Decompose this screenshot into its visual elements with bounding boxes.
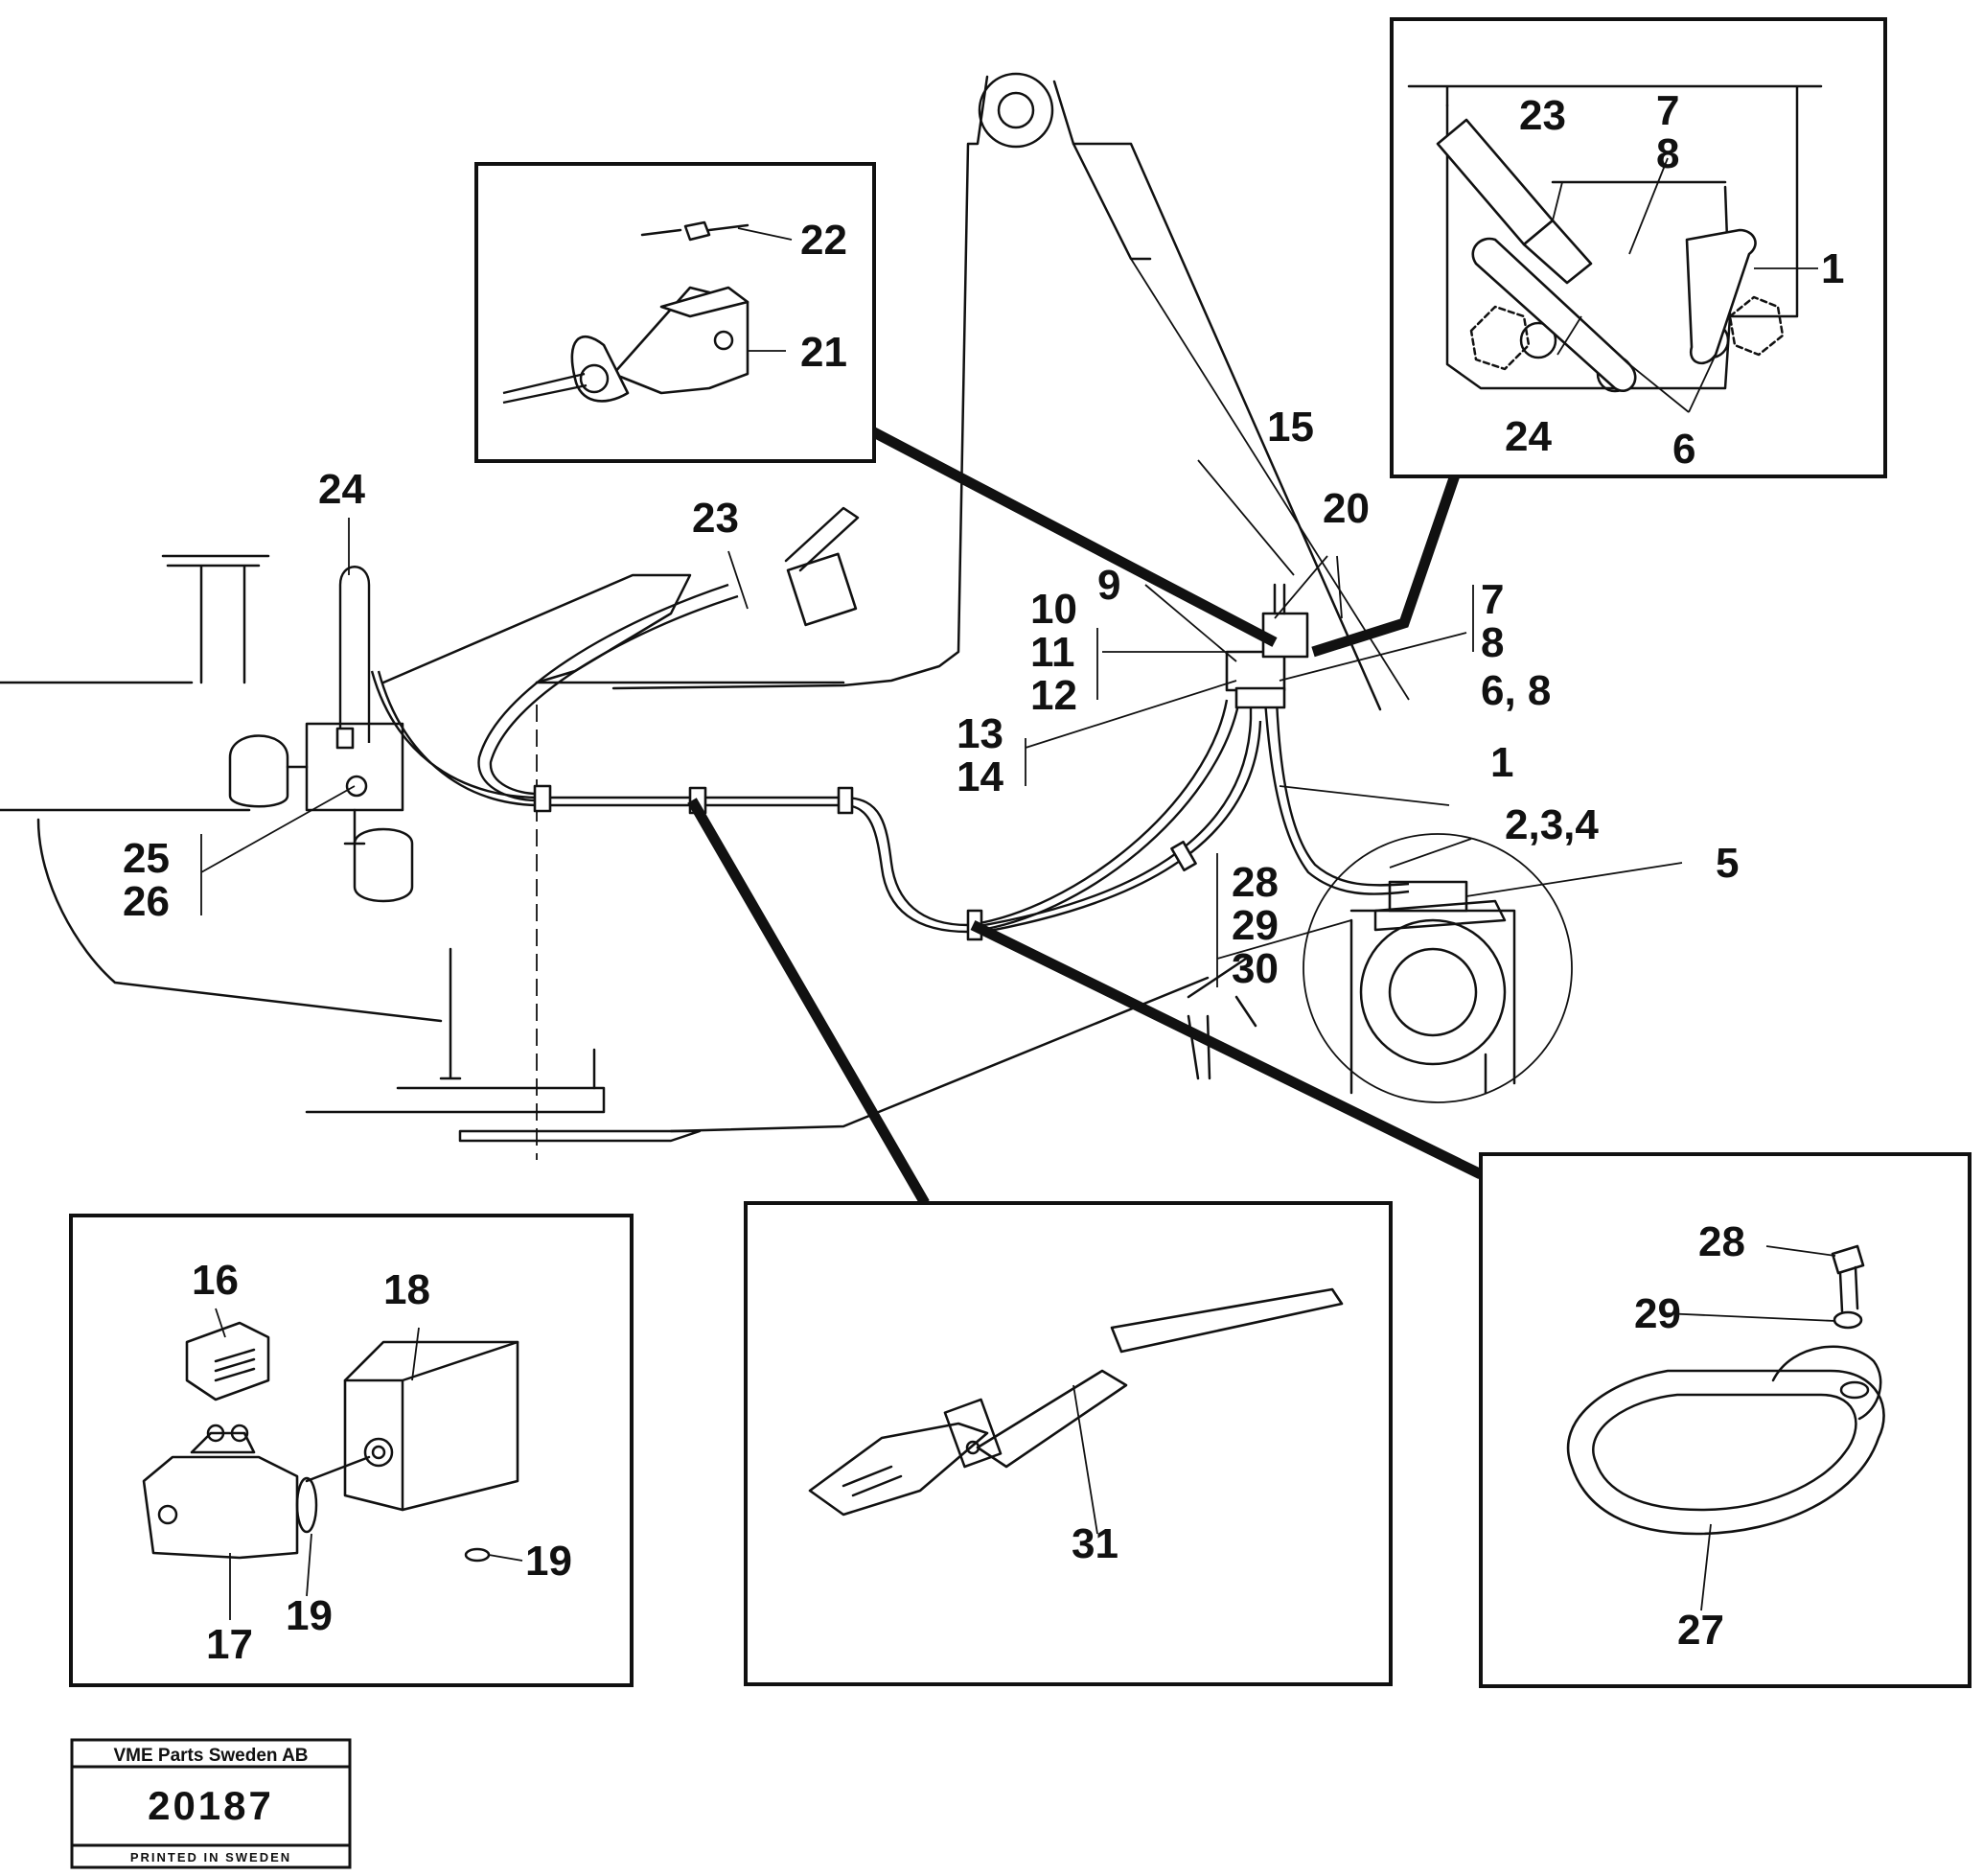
inset-clamp bbox=[1479, 1152, 1971, 1688]
title-block: VME Parts Sweden AB 20187 PRINTED IN SWE… bbox=[70, 1738, 352, 1869]
inset-hose-clamp bbox=[1390, 17, 1887, 478]
callout-14: 14 bbox=[957, 753, 1003, 800]
callout-20: 20 bbox=[1323, 485, 1370, 532]
callout-25: 25 bbox=[123, 835, 170, 882]
callout-19-b: 19 bbox=[525, 1538, 572, 1585]
inset-strap bbox=[744, 1201, 1393, 1686]
callout-7-main: 7 bbox=[1481, 576, 1504, 623]
callouts: 1 2,3,4 5 6, 8 7 8 9 10 11 12 13 14 15 2… bbox=[123, 87, 1844, 1668]
callout-12: 12 bbox=[1030, 672, 1077, 719]
callout-11: 11 bbox=[1030, 629, 1075, 676]
callout-21: 21 bbox=[800, 329, 847, 376]
callout-30: 30 bbox=[1232, 945, 1279, 992]
inset-connector bbox=[474, 162, 876, 463]
callout-leaders bbox=[200, 157, 1836, 1620]
callout-17: 17 bbox=[206, 1621, 253, 1668]
callout-22: 22 bbox=[800, 217, 847, 264]
callout-9: 9 bbox=[1097, 562, 1120, 609]
callout-5: 5 bbox=[1716, 840, 1739, 887]
callout-2-3-4: 2,3,4 bbox=[1505, 801, 1599, 848]
callout-6-inset: 6 bbox=[1672, 426, 1695, 473]
hoses bbox=[335, 506, 1410, 941]
callout-27: 27 bbox=[1677, 1607, 1724, 1654]
callout-15: 15 bbox=[1267, 404, 1314, 451]
printed-in: PRINTED IN SWEDEN bbox=[130, 1850, 291, 1864]
callout-29-inset: 29 bbox=[1634, 1290, 1681, 1337]
callout-19-a: 19 bbox=[286, 1592, 333, 1639]
callout-23-inset: 23 bbox=[1519, 92, 1566, 139]
machine-frame bbox=[0, 72, 1573, 1160]
callout-1-inset: 1 bbox=[1821, 245, 1844, 292]
callout-10: 10 bbox=[1030, 586, 1077, 633]
inset-leaders bbox=[687, 427, 1484, 1206]
callout-29-main: 29 bbox=[1232, 902, 1279, 949]
callout-13: 13 bbox=[957, 710, 1003, 757]
callout-7-inset: 7 bbox=[1656, 87, 1679, 134]
callout-6-8: 6, 8 bbox=[1481, 667, 1551, 714]
company-name: VME Parts Sweden AB bbox=[113, 1746, 308, 1766]
callout-16: 16 bbox=[192, 1257, 239, 1304]
drawing-number: 20187 bbox=[148, 1783, 274, 1828]
callout-26: 26 bbox=[123, 878, 170, 925]
callout-28-inset: 28 bbox=[1698, 1218, 1745, 1265]
callout-23-main: 23 bbox=[692, 495, 739, 542]
inset-solenoid bbox=[69, 1214, 634, 1687]
callout-24-inset: 24 bbox=[1505, 413, 1552, 460]
callout-8-main: 8 bbox=[1481, 619, 1504, 666]
callout-1-main: 1 bbox=[1490, 739, 1513, 786]
callout-31: 31 bbox=[1072, 1520, 1118, 1567]
callout-24-main: 24 bbox=[318, 466, 365, 513]
callout-8-inset: 8 bbox=[1656, 130, 1679, 177]
callout-28-main: 28 bbox=[1232, 859, 1279, 906]
callout-18: 18 bbox=[383, 1266, 430, 1313]
